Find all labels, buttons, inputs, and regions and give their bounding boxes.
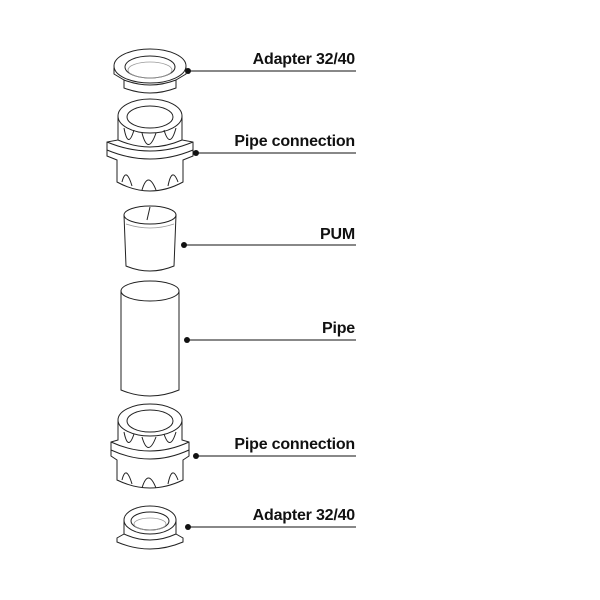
leader-lines [181,68,356,530]
pipe-drawing [120,280,180,397]
adapter-top-drawing [113,48,187,94]
label-pipe-connection-bottom: Pipe connection [234,436,355,453]
pipe-connection-bottom-drawing [110,403,190,489]
pum-drawing [123,205,177,272]
adapter-bottom-drawing [116,505,184,550]
label-pipe-connection-top: Pipe connection [234,133,355,150]
label-pipe: Pipe [322,320,355,337]
label-pum: PUM [320,226,355,243]
pipe-connection-top-drawing [106,98,194,192]
label-adapter-bottom: Adapter 32/40 [252,507,356,524]
label-adapter-top: Adapter 32/40 [252,51,356,68]
